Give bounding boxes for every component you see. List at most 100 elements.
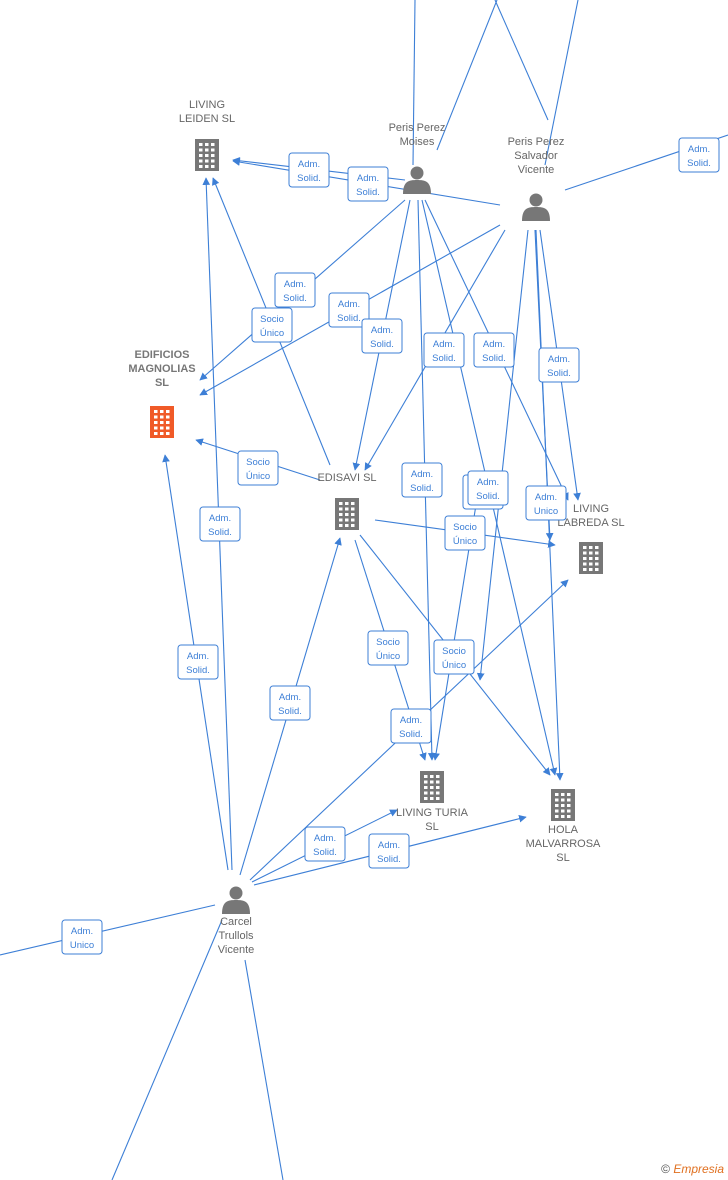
node-label: HOLA bbox=[548, 824, 579, 836]
relation-edge bbox=[436, 0, 498, 151]
relation-label[interactable]: Adm.Solid. bbox=[269, 685, 311, 721]
relation-text: Adm. bbox=[209, 513, 231, 524]
relation-edge bbox=[111, 919, 223, 1180]
relation-text: Adm. bbox=[298, 159, 320, 170]
relation-label[interactable]: Adm.Solid. bbox=[361, 318, 403, 354]
relation-label[interactable]: Adm.Solid. bbox=[678, 137, 720, 173]
relation-text: Solid. bbox=[313, 847, 337, 858]
node-label: Vicente bbox=[218, 944, 255, 956]
relation-edge bbox=[412, 0, 416, 166]
relation-text: Unico bbox=[70, 940, 94, 951]
relation-text: Solid. bbox=[283, 293, 307, 304]
relation-label[interactable]: Adm.Solid. bbox=[199, 506, 241, 542]
relation-text: Solid. bbox=[186, 665, 210, 676]
relation-label[interactable]: Adm. Solid. bbox=[401, 462, 443, 498]
node-label: Moises bbox=[400, 136, 435, 148]
person-icon bbox=[522, 193, 550, 221]
relation-text: Adm. bbox=[400, 715, 422, 726]
relation-text: Solid. bbox=[687, 158, 711, 169]
relation-text: Adm. bbox=[284, 279, 306, 290]
relation-edge bbox=[476, 229, 529, 681]
node-label: MALVARROSA bbox=[526, 838, 601, 850]
person-icon bbox=[403, 166, 431, 194]
node-label: Peris Perez bbox=[508, 136, 565, 148]
relation-text: Único bbox=[453, 536, 477, 547]
relation-text: Socio bbox=[376, 637, 400, 648]
relation-text: Adm. bbox=[279, 692, 301, 703]
relation-label[interactable]: Adm. Solid. bbox=[177, 644, 219, 680]
relation-text: Adm. bbox=[314, 833, 336, 844]
relation-text: Solid. bbox=[482, 353, 506, 364]
building-icon bbox=[195, 139, 219, 171]
relation-text: Único bbox=[442, 660, 466, 671]
relation-text: Adm. bbox=[357, 173, 379, 184]
relation-text: Socio bbox=[453, 522, 477, 533]
relation-text: Adm. bbox=[477, 477, 499, 488]
node-label: Vicente bbox=[518, 164, 555, 176]
relation-label[interactable]: Adm.Solid. bbox=[473, 332, 515, 368]
company-node-leiden[interactable]: LIVING LEIDEN SL bbox=[179, 99, 235, 171]
relation-label[interactable]: Adm. Solid. bbox=[467, 470, 509, 506]
relation-label[interactable]: Adm.Solid. bbox=[538, 347, 580, 383]
relation-label[interactable]: Adm.Solid. bbox=[368, 833, 410, 869]
relation-text: Solid. bbox=[410, 483, 434, 494]
building-icon bbox=[150, 406, 174, 438]
relation-text: Solid. bbox=[356, 187, 380, 198]
relation-text: Adm. bbox=[411, 469, 433, 480]
copyright-symbol: © bbox=[661, 1162, 670, 1176]
node-label: Carcel bbox=[220, 916, 252, 928]
relation-text: Adm. bbox=[338, 299, 360, 310]
node-label: EDIFICIOS bbox=[134, 349, 189, 361]
relation-text: Solid. bbox=[337, 313, 361, 324]
relation-label[interactable]: Adm.Solid. bbox=[423, 332, 465, 368]
node-label: SL bbox=[155, 377, 169, 389]
node-label: LEIDEN SL bbox=[179, 113, 235, 125]
relation-label[interactable]: Adm.Unico bbox=[61, 919, 103, 955]
node-label: Trullols bbox=[218, 930, 254, 942]
building-icon bbox=[551, 789, 575, 821]
relation-text: Solid. bbox=[297, 173, 321, 184]
relation-text: Único bbox=[246, 471, 270, 482]
relation-text: Solid. bbox=[377, 854, 401, 865]
node-label: Peris Perez bbox=[389, 122, 446, 134]
relation-text: Solid. bbox=[432, 353, 456, 364]
node-label: MAGNOLIAS bbox=[128, 363, 195, 375]
relation-edge bbox=[244, 959, 284, 1180]
relation-label[interactable]: Adm. Solid. bbox=[390, 708, 432, 744]
relation-text: Adm. bbox=[187, 651, 209, 662]
relation-label[interactable]: Adm. Solid. bbox=[274, 272, 316, 308]
relation-text: Unico bbox=[534, 506, 558, 517]
node-label: LIVING bbox=[189, 99, 225, 111]
relation-label[interactable]: Adm. Solid. bbox=[304, 826, 346, 862]
relation-text: Adm. bbox=[371, 325, 393, 336]
relation-text: Socio bbox=[246, 457, 270, 468]
relation-label[interactable]: Adm. Solid. bbox=[347, 166, 389, 202]
node-label: Salvador bbox=[514, 150, 558, 162]
company-node-magnolias[interactable]: EDIFICIOS MAGNOLIAS SL bbox=[128, 349, 196, 438]
relation-label[interactable]: Adm.Unico bbox=[525, 485, 567, 521]
company-node-edisavi[interactable]: EDISAVI SL bbox=[317, 472, 377, 530]
relation-text: Adm. bbox=[548, 354, 570, 365]
relation-edge bbox=[0, 904, 216, 956]
node-label: LIVING bbox=[573, 503, 609, 515]
node-label: LIVING TURIA bbox=[396, 807, 469, 819]
person-icon bbox=[222, 886, 250, 914]
relation-text: Solid. bbox=[399, 729, 423, 740]
relation-edge bbox=[544, 0, 579, 166]
relation-text: Solid. bbox=[476, 491, 500, 502]
relation-label[interactable]: Adm. Solid. bbox=[328, 292, 370, 328]
relation-label[interactable]: Adm. Solid. bbox=[288, 152, 330, 188]
copyright-notice: © Empresia bbox=[661, 1162, 724, 1176]
